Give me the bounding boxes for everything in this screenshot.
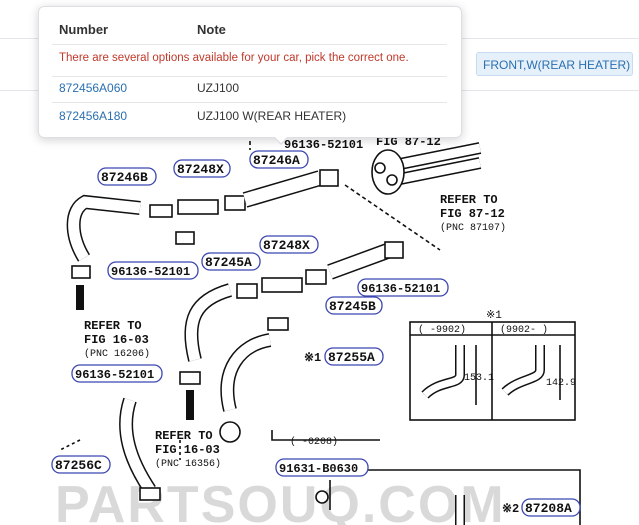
fig-ref[interactable]: FIG 16-03 [84, 333, 149, 347]
callout-box [51, 455, 111, 474]
part-number-link[interactable]: 872456A180 [59, 109, 128, 123]
dimension-label: 142.9 [546, 378, 576, 389]
part-label-87248x-b[interactable]: 87248X [263, 238, 310, 253]
callout-box [201, 252, 261, 271]
pnc-ref: (PNC 16356) [155, 458, 221, 470]
fig-ref[interactable]: FIG 16-03 [155, 443, 220, 457]
part-label-87256c[interactable]: 87256C [55, 458, 102, 473]
note-mark: ※2 [502, 502, 519, 516]
part-label-96136-right[interactable]: 96136-52101 [361, 282, 440, 296]
dimension-label: 153.1 [464, 373, 494, 384]
callout-box [275, 458, 369, 477]
part-label-87248x[interactable]: 87248X [177, 162, 224, 177]
refer-label: REFER TO [84, 319, 142, 333]
part-label-87208a[interactable]: 87208A [525, 501, 572, 516]
callout-box [325, 296, 383, 315]
inset-mark: ※1 [486, 310, 502, 322]
part-label-96136-mid[interactable]: 96136-52101 [75, 368, 154, 382]
callout-box [324, 347, 384, 366]
note-mark: ※1 [304, 351, 321, 365]
options-warning: There are several options available for … [59, 52, 409, 64]
callout-box [97, 167, 157, 186]
callout-box [173, 159, 231, 178]
parts-diagram: PARTSOUQ.COM [51, 120, 581, 525]
part-label-96136-top[interactable]: 96136-52101 [284, 138, 363, 152]
pnc-ref: (PNC 87107) [440, 222, 506, 234]
part-label-87246a[interactable]: 87246A [253, 153, 300, 168]
part-options-popover: Number Note There are several options av… [38, 6, 462, 145]
divider [52, 44, 447, 45]
callout-box [521, 498, 581, 517]
fig-ref[interactable]: FIG 87-12 [440, 207, 505, 221]
part-note: UZJ100 W(REAR HEATER) [197, 109, 347, 123]
filter-chip[interactable]: FRONT,W(REAR HEATER) ILLUSTRATION [476, 52, 633, 76]
callout-box [259, 235, 319, 254]
callout-box [107, 261, 199, 280]
part-label-87246b[interactable]: 87246B [101, 170, 148, 185]
watermark: PARTSOUQ.COM [55, 476, 506, 525]
refer-label: REFER TO [440, 193, 498, 207]
part-label-91631[interactable]: 91631-B0630 [279, 462, 358, 476]
callout-box [71, 364, 163, 383]
inset-header-left: ( -9902) [418, 324, 466, 336]
column-header-number: Number [59, 22, 109, 37]
part-note: UZJ100 [197, 81, 240, 95]
divider [52, 76, 447, 77]
part-label-87245a[interactable]: 87245A [205, 255, 252, 270]
divider [52, 102, 447, 103]
refer-label: REFER TO [155, 429, 213, 443]
part-label-87245b[interactable]: 87245B [329, 299, 376, 314]
part-label-96136-left[interactable]: 96136-52101 [111, 265, 190, 279]
popover-arrow [273, 136, 289, 145]
callout-box [249, 150, 309, 169]
column-header-note: Note [197, 22, 226, 37]
part-number-link[interactable]: 872456A060 [59, 81, 128, 95]
fig-ref-top: FIG 87-12 [376, 135, 441, 149]
part-label-87255a[interactable]: 87255A [328, 350, 375, 365]
pnc-ref: (PNC 16206) [84, 348, 150, 360]
date-range: ( -0208) [290, 436, 338, 448]
callout-box [357, 278, 449, 297]
inset-header-right: (9902- ) [500, 324, 548, 336]
